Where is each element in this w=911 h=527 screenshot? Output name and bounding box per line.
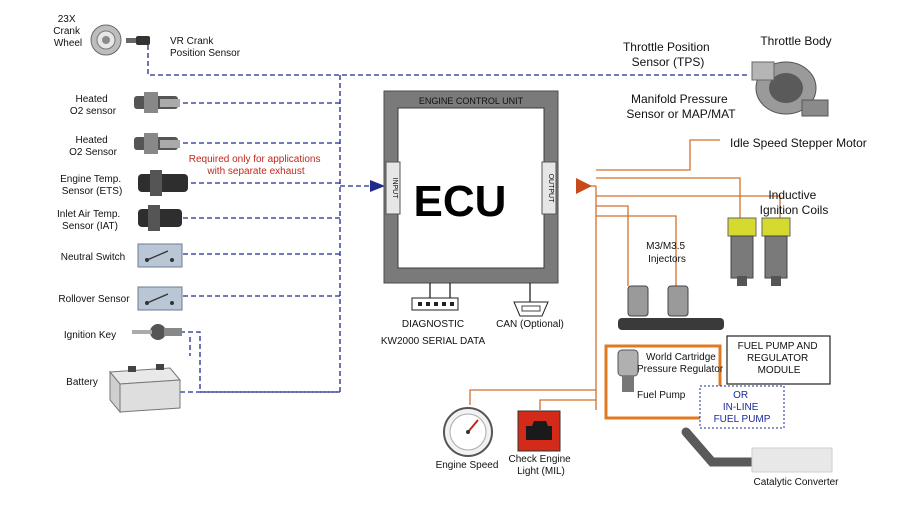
- separate-exhaust-note: Required only for applications with sepa…: [189, 154, 324, 177]
- iat-sensor-icon: [138, 205, 182, 231]
- ecu-connectors: [429, 283, 531, 302]
- engine-speed-gauge-icon: [443, 407, 493, 457]
- ecu-header: ENGINE CONTROL UNIT: [419, 96, 524, 106]
- rollover-sensor-label: Rollover Sensor: [58, 294, 130, 305]
- pressure-regulator-icon: [617, 349, 639, 392]
- neutral-switch-label: Neutral Switch: [61, 252, 125, 263]
- battery-icon: [108, 364, 182, 414]
- pressure-regulator-label: World Cartridge Pressure Regulator: [637, 352, 724, 375]
- ets-label: Engine Temp. Sensor (ETS): [60, 174, 124, 197]
- exhaust-pipe-icon: [681, 427, 833, 473]
- idle-stepper-label: Idle Speed Stepper Motor: [730, 136, 867, 150]
- crank-wheel: [90, 24, 150, 56]
- input-arrow: [370, 180, 385, 192]
- can-label: CAN (Optional): [496, 319, 564, 330]
- ignition-key-label: Ignition Key: [64, 330, 116, 341]
- fuel-pump-module-label: FUEL PUMP AND REGULATOR MODULE: [738, 341, 821, 376]
- output-wiring: [469, 139, 781, 410]
- throttle-body-icon: [751, 61, 829, 117]
- injectors-icon: [618, 285, 724, 330]
- check-engine-light-icon: [517, 410, 561, 452]
- can-connector-icon: [513, 301, 549, 317]
- engine-speed-label: Engine Speed: [436, 460, 499, 471]
- map-label: Manifold Pressure Sensor or MAP/MAT: [626, 92, 736, 121]
- check-engine-label: Check Engine Light (MIL): [508, 454, 573, 477]
- tps-label: Throttle Position Sensor (TPS): [623, 40, 713, 69]
- input-wiring: [147, 45, 750, 393]
- fuel-pump-module-box: [726, 335, 831, 385]
- iat-label: Inlet Air Temp. Sensor (IAT): [57, 209, 123, 232]
- diagnostic-label: DIAGNOSTIC: [402, 319, 464, 330]
- ecu-output-label: OUTPUT: [547, 174, 554, 204]
- rollover-sensor-icon: [137, 286, 183, 311]
- ignition-coils-label: Inductive Ignition Coils: [760, 188, 829, 217]
- ecu-box: [383, 90, 559, 284]
- catalytic-converter-label: Catalytic Converter: [753, 477, 839, 488]
- diagnostic-connector-icon: [411, 297, 459, 311]
- battery-label: Battery: [66, 377, 98, 388]
- inline-fuel-pump-box: [699, 385, 785, 429]
- heated-o2-label-1: Heated O2 sensor: [70, 94, 117, 117]
- heated-o2-sensor-icon: [134, 92, 180, 113]
- kw2000-label: KW2000 SERIAL DATA: [381, 336, 486, 347]
- heated-o2-sensor-icon-2: [134, 133, 180, 154]
- vr-crank-label: VR Crank Position Sensor: [170, 36, 241, 59]
- ecu-title: ECU: [414, 177, 507, 226]
- ets-sensor-icon: [138, 170, 188, 196]
- neutral-switch-icon: [137, 243, 183, 268]
- crank-wheel-label: 23X Crank Wheel: [53, 14, 82, 49]
- heated-o2-label-2: Heated O2 Sensor: [69, 135, 117, 158]
- fuel-pump-label: Fuel Pump: [637, 390, 686, 401]
- inline-fuel-pump-label: OR IN-LINE FUEL PUMP: [714, 390, 771, 425]
- throttle-body-label: Throttle Body: [760, 34, 831, 48]
- ignition-key-icon: [132, 324, 182, 340]
- ignition-coil-icon: [727, 217, 791, 286]
- injectors-label: M3/M3.5 Injectors: [646, 241, 688, 265]
- ecu-input-label: INPUT: [391, 178, 398, 200]
- output-arrow: [576, 178, 592, 194]
